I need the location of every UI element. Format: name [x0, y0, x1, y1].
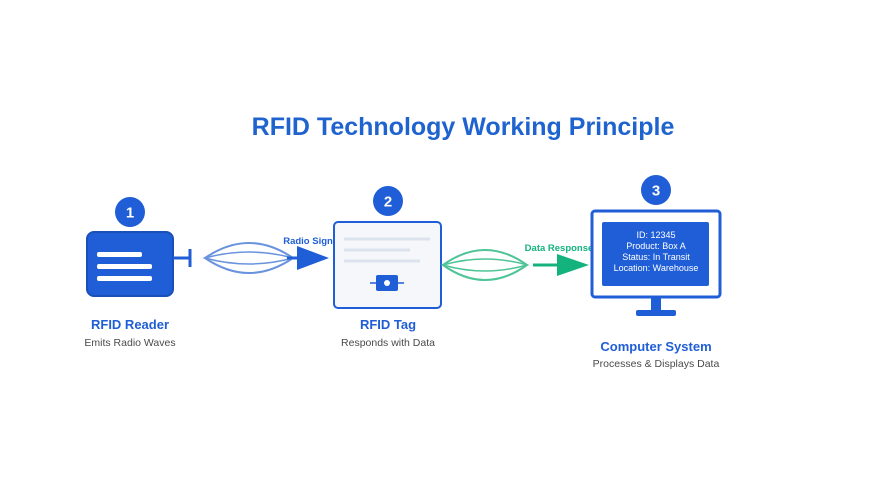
step-1-number: 1: [126, 205, 134, 222]
step-3-number: 3: [652, 183, 660, 200]
tag-caption: Responds with Data: [341, 337, 435, 349]
reader-label: RFID Reader: [91, 317, 169, 332]
radio-signal-group: Radio Signal: [202, 236, 341, 274]
data-response-group: Data Response: [440, 243, 594, 281]
screen-line-location: Location: Warehouse: [614, 263, 699, 273]
response-wave-inner: [440, 258, 530, 272]
radio-arrow-icon: [297, 246, 329, 270]
monitor-icon: [590, 209, 722, 316]
monitor-screen: [602, 222, 709, 286]
reader-group: 1 RFID Reader Emits Radio Waves: [84, 197, 192, 349]
screen-line-id: ID: 12345: [636, 230, 675, 240]
response-arrow-icon: [557, 254, 589, 276]
monitor-stand: [636, 310, 676, 316]
computer-caption: Processes & Displays Data: [593, 358, 720, 370]
step-3-badge: [641, 175, 671, 205]
computer-group: 3 ID: 12345 Product: Box A Status: In Tr…: [590, 175, 722, 370]
step-2-number: 2: [384, 194, 392, 211]
step-2-badge: [373, 186, 403, 216]
radio-wave-inner: [202, 251, 296, 265]
computer-label: Computer System: [600, 339, 711, 354]
response-wave-shape: [441, 249, 529, 281]
radio-wave-shape: [203, 242, 295, 274]
radio-signal-label: Radio Signal: [283, 236, 341, 247]
tag-group: 2 RFID Tag Responds with Data: [333, 186, 442, 349]
rfid-reader-icon: [86, 231, 192, 297]
reader-caption: Emits Radio Waves: [84, 337, 175, 349]
tag-label: RFID Tag: [360, 317, 416, 332]
rfid-tag-icon: [333, 221, 442, 309]
screen-line-status: Status: In Transit: [622, 252, 690, 262]
screen-line-product: Product: Box A: [626, 241, 686, 251]
data-response-label: Data Response: [525, 243, 594, 254]
diagram-title: RFID Technology Working Principle: [252, 113, 675, 141]
step-1-badge: [115, 197, 145, 227]
